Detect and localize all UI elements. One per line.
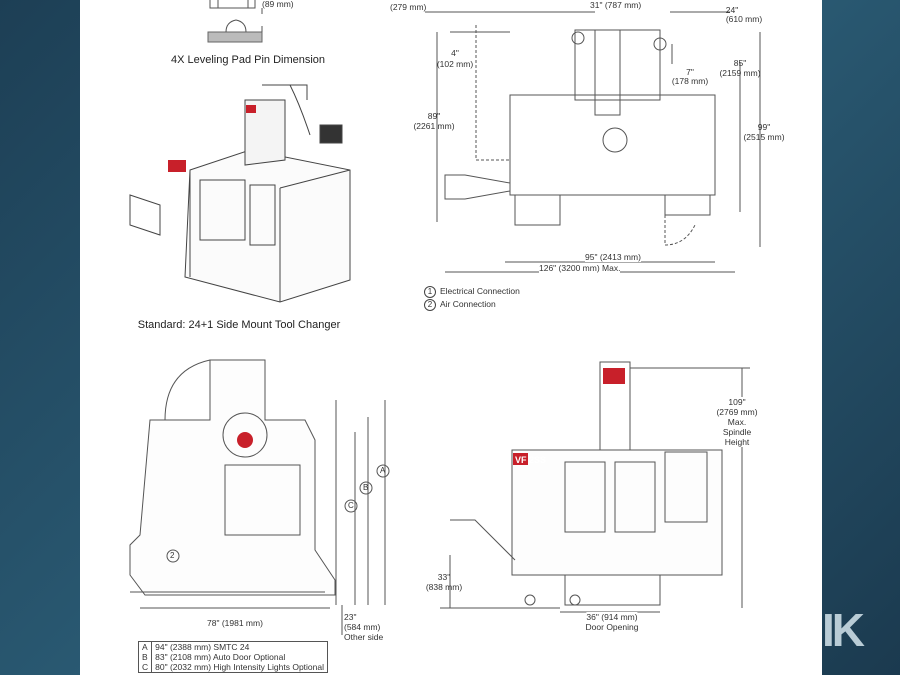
machine-badge: VF 2SS xyxy=(515,455,547,465)
dim-99: 99" xyxy=(757,122,771,132)
dim-126: 126" (3200 mm) Max. xyxy=(539,263,621,273)
marker-a: A xyxy=(380,466,386,475)
dim-33: 33" xyxy=(437,572,451,582)
dim-89-mm: (2261 mm) xyxy=(413,121,455,131)
dim-24-mm: (610 mm) xyxy=(725,14,763,24)
dim-95: 95" (2413 mm) xyxy=(585,252,641,262)
dim-36: 36" (914 mm) xyxy=(586,612,638,622)
dim-279: (279 mm) xyxy=(390,2,427,12)
dim-33-mm: (838 mm) xyxy=(425,582,463,592)
dim-85-mm: (2159 mm) xyxy=(719,68,761,78)
dim-109-mm: (2769 mm) xyxy=(716,407,758,417)
front-view-drawing xyxy=(440,361,750,613)
dim-109-spindle: Spindle xyxy=(722,427,752,437)
side-view-drawing xyxy=(129,359,390,635)
dim-23-note: Other side xyxy=(344,632,384,642)
door-opening-label: Door Opening xyxy=(585,622,639,632)
dim-85: 85" xyxy=(733,58,747,68)
dim-109-height: Height xyxy=(724,437,750,447)
marker-c: C xyxy=(348,501,354,510)
dim-23-mm: (584 mm) xyxy=(344,622,381,632)
dim-7: 7" xyxy=(686,67,694,77)
marker-2: 2 xyxy=(170,551,175,560)
watermark-logo: IK xyxy=(822,604,865,656)
pad-pin-dimension: (89 mm) xyxy=(262,0,294,9)
dim-23: 23" xyxy=(344,612,357,622)
dim-31: 31" (787 mm) xyxy=(590,0,642,10)
tool-changer-caption: Standard: 24+1 Side Mount Tool Changer xyxy=(137,319,341,331)
isometric-machine-drawing xyxy=(129,84,351,303)
dim-4-mm: (102 mm) xyxy=(436,59,474,69)
dim-109: 109" xyxy=(728,397,746,407)
leveling-pad-drawing xyxy=(207,0,263,43)
dim-7-mm: (178 mm) xyxy=(671,76,709,86)
pad-pin-caption: 4X Leveling Pad Pin Dimension xyxy=(170,54,326,66)
dim-109-max: Max. xyxy=(727,417,747,427)
dim-89: 89" xyxy=(427,111,441,121)
dim-4: 4" xyxy=(451,48,459,58)
dim-24: 24" xyxy=(725,5,739,15)
marker-b: B xyxy=(363,483,369,492)
top-view-drawing xyxy=(425,11,761,273)
dim-78: 78" (1981 mm) xyxy=(207,618,263,628)
dim-99-mm: (2515 mm) xyxy=(743,132,785,142)
